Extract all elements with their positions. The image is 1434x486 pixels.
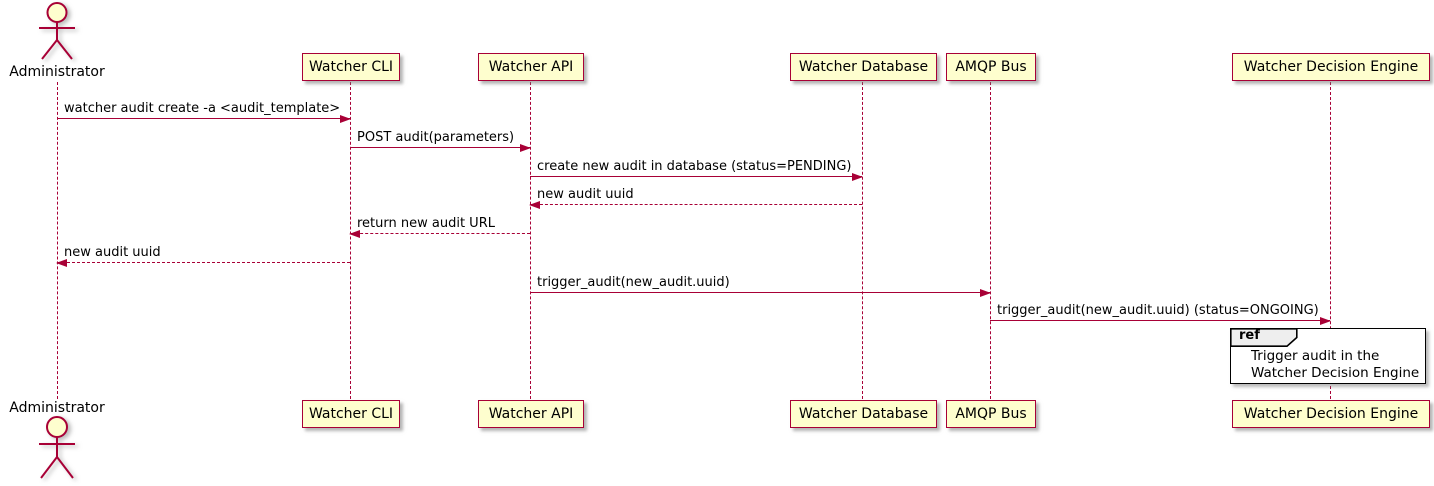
actor-icon bbox=[39, 2, 75, 60]
arrowhead-icon bbox=[520, 144, 531, 152]
message-label: watcher audit create -a <audit_template> bbox=[64, 101, 341, 116]
message-audit-create: watcher audit create -a <audit_template> bbox=[57, 99, 351, 123]
message-label: return new audit URL bbox=[357, 216, 495, 231]
actor-name-bottom: Administrator bbox=[9, 400, 105, 416]
participant-amqp-bus-bottom: AMQP Bus bbox=[946, 400, 1036, 428]
lifeline-amqp-bus bbox=[989, 82, 991, 399]
message-create-audit-db: create new audit in database (status=PEN… bbox=[530, 157, 863, 181]
actor-name-top: Administrator bbox=[9, 64, 105, 80]
ref-text-line: Watcher Decision Engine bbox=[1251, 365, 1420, 381]
participant-watcher-database-bottom: Watcher Database bbox=[790, 400, 937, 428]
participant-watcher-api-top: Watcher API bbox=[478, 53, 584, 81]
participant-watcher-api-bottom: Watcher API bbox=[478, 400, 584, 428]
ref-fragment: ref Trigger audit in the Watcher Decisio… bbox=[1230, 328, 1426, 384]
participant-label: Watcher CLI bbox=[308, 59, 394, 75]
ref-tab-shape bbox=[1230, 328, 1298, 347]
participant-watcher-decision-engine-top: Watcher Decision Engine bbox=[1232, 53, 1430, 81]
ref-keyword: ref bbox=[1239, 328, 1260, 343]
participant-watcher-database-top: Watcher Database bbox=[790, 53, 937, 81]
message-label: new audit uuid bbox=[64, 245, 161, 260]
arrowhead-icon bbox=[349, 230, 360, 238]
participant-label: Watcher API bbox=[488, 406, 574, 422]
arrowhead-icon bbox=[980, 289, 991, 297]
message-label: create new audit in database (status=PEN… bbox=[537, 159, 852, 174]
arrowhead-icon bbox=[56, 259, 67, 267]
participant-label: AMQP Bus bbox=[955, 59, 1027, 75]
participant-label: Watcher Decision Engine bbox=[1243, 406, 1419, 422]
participant-watcher-cli-bottom: Watcher CLI bbox=[302, 400, 400, 428]
message-trigger-audit: trigger_audit(new_audit.uuid) bbox=[530, 273, 991, 297]
message-label: new audit uuid bbox=[537, 187, 634, 202]
message-new-audit-uuid-admin: new audit uuid bbox=[56, 243, 350, 267]
ref-text-line: Trigger audit in the bbox=[1251, 348, 1380, 364]
participant-watcher-cli-top: Watcher CLI bbox=[302, 53, 400, 81]
lifeline-administrator bbox=[56, 82, 58, 399]
ref-body: Trigger audit in the Watcher Decision En… bbox=[1231, 348, 1425, 382]
participant-label: AMQP Bus bbox=[955, 406, 1027, 422]
participant-watcher-decision-engine-bottom: Watcher Decision Engine bbox=[1232, 400, 1430, 428]
actor-icon bbox=[39, 416, 75, 479]
participant-label: Watcher Database bbox=[798, 59, 929, 75]
message-post-audit: POST audit(parameters) bbox=[350, 128, 531, 152]
arrowhead-icon bbox=[1320, 317, 1331, 325]
message-label: POST audit(parameters) bbox=[357, 130, 515, 145]
participant-label: Watcher API bbox=[488, 59, 574, 75]
arrowhead-icon bbox=[340, 115, 351, 123]
participant-label: Watcher Decision Engine bbox=[1243, 59, 1419, 75]
ref-tab: ref bbox=[1230, 328, 1298, 347]
message-trigger-audit-ongoing: trigger_audit(new_audit.uuid) (status=ON… bbox=[990, 301, 1331, 325]
message-return-audit-url: return new audit URL bbox=[349, 214, 530, 238]
lifeline-watcher-cli bbox=[349, 82, 351, 399]
arrowhead-icon bbox=[529, 201, 540, 209]
message-label: trigger_audit(new_audit.uuid) bbox=[537, 275, 730, 290]
lifeline-watcher-decision-engine bbox=[1329, 82, 1331, 399]
participant-amqp-bus-top: AMQP Bus bbox=[946, 53, 1036, 81]
participant-label: Watcher CLI bbox=[308, 406, 394, 422]
participant-label: Watcher Database bbox=[798, 406, 929, 422]
lifeline-watcher-database bbox=[861, 82, 863, 399]
lifeline-watcher-api bbox=[529, 82, 531, 399]
arrowhead-icon bbox=[852, 173, 863, 181]
message-label: trigger_audit(new_audit.uuid) (status=ON… bbox=[997, 303, 1319, 318]
message-new-audit-uuid-db: new audit uuid bbox=[529, 185, 862, 209]
